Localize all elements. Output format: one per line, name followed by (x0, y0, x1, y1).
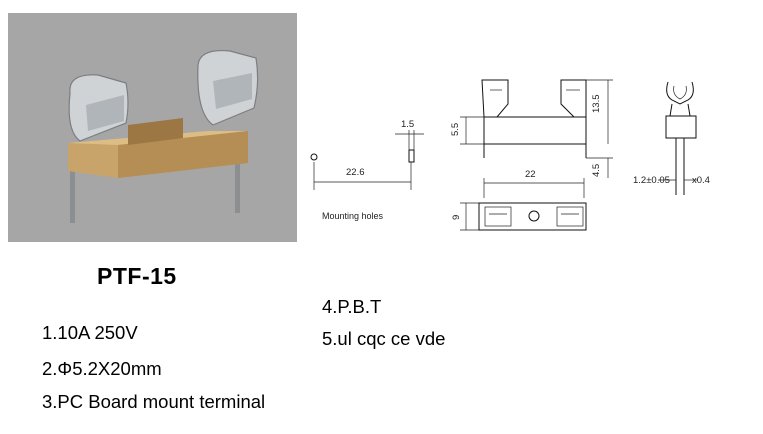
fuse-slot (128, 118, 183, 145)
side-view-drawing: 13.5 5.5 4.5 (450, 79, 613, 178)
dim-hole-pitch: 22.6 (346, 167, 365, 178)
mounting-holes-label: Mounting holes (322, 211, 384, 221)
dim-pin-length: 4.5 (591, 164, 602, 177)
dim-pin-width: 1.2±0.05 (633, 175, 670, 186)
model-title: PTF-15 (97, 263, 177, 289)
right-pin (235, 153, 240, 213)
dim-body-height: 5.5 (450, 123, 461, 136)
spec-fuse-size: 2.Φ5.2X20mm (42, 358, 162, 379)
left-pin (70, 163, 75, 223)
right-clip (197, 49, 259, 126)
dim-hole-width: 1.5 (401, 119, 414, 130)
dim-clip-height: 13.5 (591, 95, 602, 114)
top-view-drawing: 22 9 (451, 169, 587, 231)
dim-pin-thickness: x0.4 (692, 175, 710, 186)
spec-mounting: 3.PC Board mount terminal (42, 391, 266, 412)
fuse-holder-illustration (68, 49, 259, 223)
product-photo (8, 13, 297, 242)
spec-rating: 1.10A 250V (42, 322, 138, 343)
mounting-holes-drawing: 22.6 1.5 Mounting holes (310, 119, 424, 221)
clip-end-view-drawing: 1.2±0.05 x0.4 (633, 81, 710, 195)
left-clip (68, 74, 129, 142)
spec-certifications: 5.ul cqc ce vde (322, 328, 446, 349)
dim-body-width: 9 (451, 215, 462, 220)
dim-body-length: 22 (525, 169, 536, 180)
spec-material: 4.P.B.T (322, 296, 382, 317)
